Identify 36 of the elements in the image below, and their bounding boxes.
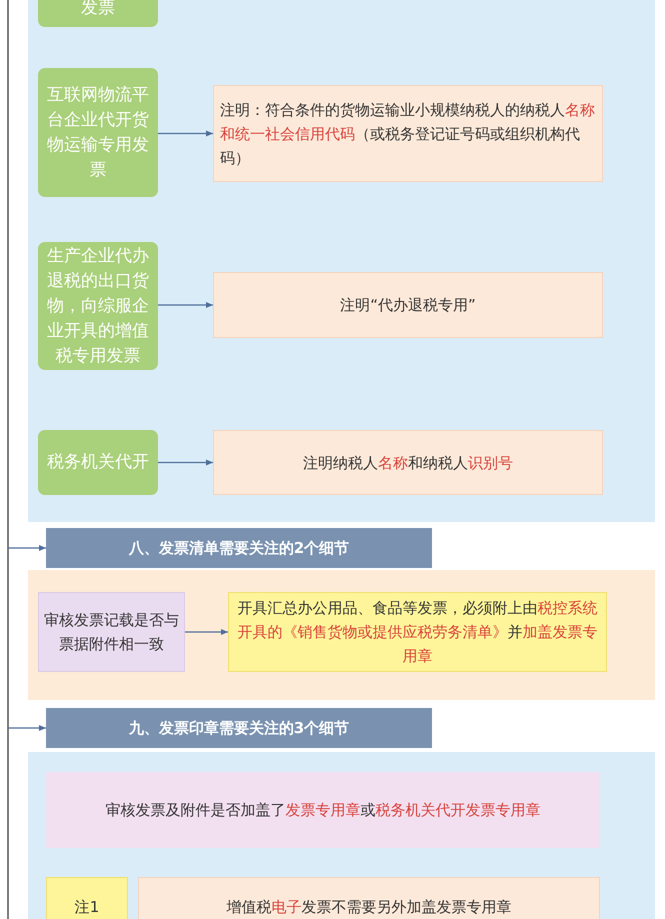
arrow: [158, 130, 213, 136]
note-box: [228, 592, 607, 672]
category-box: [38, 430, 158, 495]
note-tag-label: 注1: [74, 897, 100, 918]
arrow: [185, 629, 228, 635]
arrow: [158, 302, 213, 308]
section-header: [46, 528, 432, 568]
note-text: 注明“代办退税专用”: [340, 295, 476, 316]
arrow: [8, 545, 46, 551]
note-box: [213, 272, 603, 338]
note-text: 开具汇总办公用品、食品等发票，必须附上由税控系统开具的《销售货物或提供应税劳务清单》并加盖发票专用章: [236, 598, 598, 667]
category-box: [38, 242, 158, 370]
section-panel: [28, 570, 655, 700]
category-label: 生产企业代办退税的出口货物，向综服企业开具的增值税专用发票: [46, 244, 150, 368]
header-title: 九、发票印章需要关注的3个细节: [128, 718, 350, 738]
arrow: [158, 460, 213, 466]
check-text: 审核发票记载是否与票据附件相一致: [43, 610, 180, 655]
section-panel: [28, 0, 655, 522]
note-text: 注明：符合条件的货物运输业小规模纳税人的纳税人名称和统一社会信用代码（或税务登记证号码或组织机构代码）: [220, 100, 596, 168]
category-box: [38, 68, 158, 197]
note-box: [213, 430, 603, 495]
check-text: 审核发票及附件是否加盖了发票专用章或税务机关代开发票专用章: [106, 800, 540, 820]
note-box: [213, 85, 603, 182]
category-box: [38, 0, 158, 27]
arrow: [8, 725, 46, 731]
check-box: [46, 772, 600, 848]
category-label: 税务机关代开: [47, 451, 149, 474]
header-title: 八、发票清单需要关注的2个细节: [128, 538, 350, 558]
note-tag: [46, 877, 128, 919]
note-text: 注明纳税人名称和纳税人识别号: [303, 452, 513, 474]
note-text: 增值税电子发票不需要另外加盖发票专用章: [226, 897, 512, 918]
check-box: [38, 592, 185, 672]
section-header: [46, 708, 432, 748]
note-box: [138, 877, 600, 919]
section-panel: [28, 752, 655, 919]
category-label: 互联网物流平台企业代开货物运输专用发票: [46, 84, 150, 182]
